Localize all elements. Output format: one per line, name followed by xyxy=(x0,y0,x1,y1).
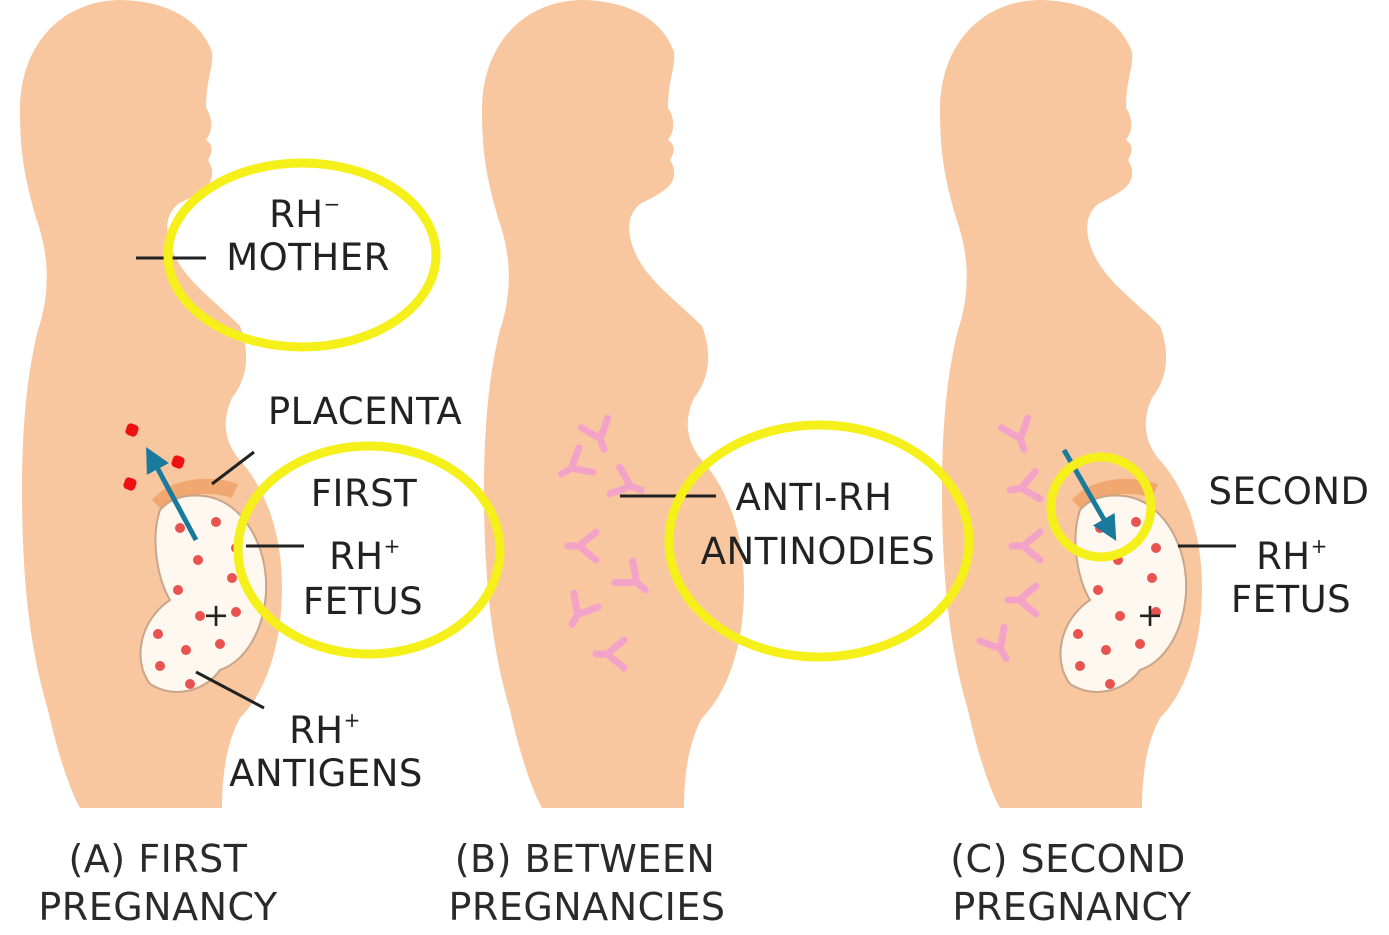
label-rh-positive: RH+ xyxy=(310,522,420,581)
label-antigens: ANTIGENS xyxy=(208,750,444,798)
label-anti-rh: ANTI-RH xyxy=(716,474,912,522)
label-rh: RH xyxy=(289,709,344,752)
fetus-mark-c: + xyxy=(1137,596,1164,634)
label-rh-positive-antigens: RH+ xyxy=(270,696,380,755)
label-fetus-second: FETUS xyxy=(1216,576,1366,624)
label-mother: MOTHER xyxy=(206,234,410,282)
caption-panel-c-line2: PREGNANCY xyxy=(924,882,1220,932)
caption-panel-a-line2: PREGNANCY xyxy=(10,882,306,932)
label-rh: RH xyxy=(1256,535,1311,578)
label-rh-positive-second: RH+ xyxy=(1244,522,1340,581)
fetus-mark-a: + xyxy=(203,596,230,634)
label-rh-sign: + xyxy=(344,708,361,732)
caption-panel-c-line1: (C) SECOND xyxy=(930,834,1206,884)
caption-panel-b-line2: PREGNANCIES xyxy=(424,882,750,932)
label-second: SECOND xyxy=(1192,468,1386,516)
label-rh-sign: + xyxy=(384,534,401,558)
label-rh-sign: − xyxy=(324,192,341,216)
label-fetus: FETUS xyxy=(290,578,436,626)
label-rh-sign: + xyxy=(1311,534,1328,558)
caption-panel-a-line1: (A) FIRST xyxy=(20,834,296,884)
label-rh-negative: RH− xyxy=(250,180,360,239)
label-antibodies: ANTINODIES xyxy=(680,528,956,576)
mother-silhouette-b xyxy=(482,0,744,808)
mother-silhouette-c xyxy=(940,0,1202,808)
caption-panel-b-line1: (B) BETWEEN xyxy=(432,834,738,884)
label-rh: RH xyxy=(329,535,384,578)
label-rh: RH xyxy=(269,193,324,236)
label-placenta: PLACENTA xyxy=(248,388,482,436)
label-first: FIRST xyxy=(296,470,432,518)
mother-silhouette-a xyxy=(20,0,282,808)
